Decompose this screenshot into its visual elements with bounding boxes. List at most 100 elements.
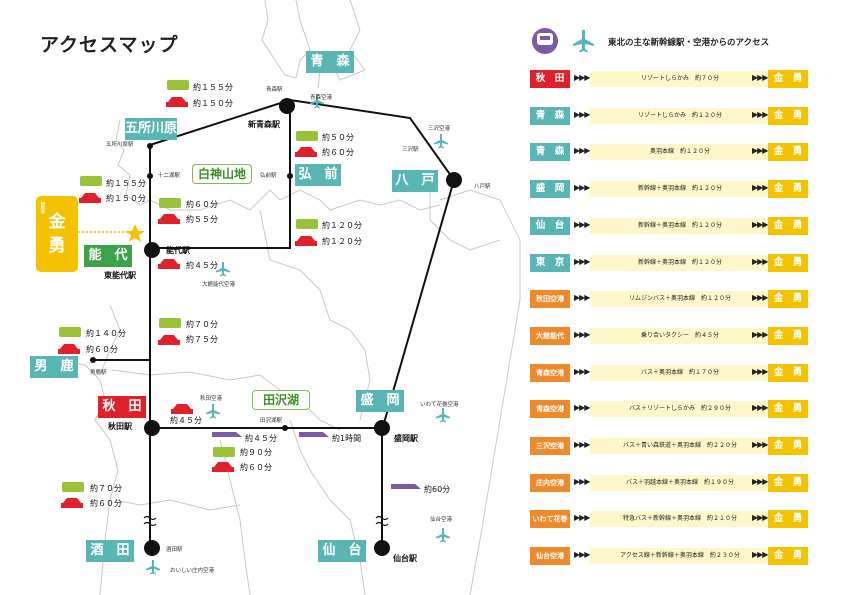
station-akita: 秋田駅 xyxy=(108,422,132,431)
access-destination: 金 勇 xyxy=(768,510,808,529)
time-oga-train: 約１４０分 xyxy=(86,329,126,338)
pref-noshiro: 能 代 xyxy=(84,245,132,267)
access-row: 秋 田▶▶▶リゾートしらかみ 約７０分▶▶▶金 勇 xyxy=(530,70,808,88)
label-shonai-airport: おいしい庄内空港 xyxy=(170,568,215,574)
arrow-icon: ▶▶▶ xyxy=(574,73,591,82)
access-origin: 盛 岡 xyxy=(530,180,570,199)
access-row: 庄内空港▶▶▶バス＋羽越本線＋奥羽本線 約１９０分▶▶▶金 勇 xyxy=(530,473,808,492)
access-origin: 青森空港 xyxy=(530,363,570,382)
access-origin: 東 京 xyxy=(530,253,570,272)
access-origin: 仙台空港 xyxy=(530,547,570,566)
access-origin: 仙 台 xyxy=(530,216,570,235)
label-aomori-sta: 青森駅 xyxy=(266,87,283,93)
access-route: アクセス線＋新幹線＋奥羽本線 約２３０分 xyxy=(590,548,770,565)
access-destination: 金 勇 xyxy=(768,180,808,199)
access-destination: 金 勇 xyxy=(768,70,808,88)
arrow-icon: ▶▶▶ xyxy=(752,476,769,486)
station-morioka: 盛岡駅 xyxy=(394,434,418,443)
access-destination: 金 勇 xyxy=(768,290,808,309)
access-origin: いわて花巻 xyxy=(530,510,570,529)
access-origin: 青森空港 xyxy=(530,400,570,419)
label-goshogawara-sta: 五所川原駅 xyxy=(106,142,134,148)
arrow-icon: ▶▶▶ xyxy=(752,366,769,376)
label-aomori-airport: 青森空港 xyxy=(310,95,333,101)
arrow-icon: ▶▶▶ xyxy=(574,329,591,339)
time-hirosaki-train: 約５０分 xyxy=(322,133,354,142)
label-tazawako-sta: 田沢湖駅 xyxy=(260,418,283,424)
arrow-icon: ▶▶▶ xyxy=(574,293,591,303)
train-icon xyxy=(59,80,318,492)
time-shinkansen-tazawa: 約４５分 xyxy=(245,434,277,443)
time-sakata-car: 約６０分 xyxy=(90,499,122,508)
access-row: 東 京▶▶▶新幹線＋奥羽本線 約１２０分▶▶▶金 勇 xyxy=(530,253,808,272)
arrow-icon: ▶▶▶ xyxy=(574,109,591,119)
arrow-icon: ▶▶▶ xyxy=(752,256,769,266)
time-juniko-car: 約５５分 xyxy=(186,215,218,224)
label-sakata-sta: 酒田駅 xyxy=(166,547,183,553)
arrow-icon: ▶▶▶ xyxy=(574,366,591,376)
time-oga-car: 約６０分 xyxy=(86,345,118,354)
arrow-icon: ▶▶▶ xyxy=(752,403,769,413)
time-akita-s-car: 約６０分 xyxy=(240,463,272,472)
label-oga-sta: 男鹿駅 xyxy=(90,370,107,376)
arrow-icon: ▶▶▶ xyxy=(574,513,591,523)
access-route: 奥羽本線 約１２０分 xyxy=(590,144,770,161)
access-destination: 金 勇 xyxy=(768,326,808,345)
access-row: 青 森▶▶▶奥羽本線 約１２０分▶▶▶金 勇 xyxy=(530,143,808,162)
pref-hirosaki: 弘 前 xyxy=(295,164,341,186)
access-origin: 大館能代 xyxy=(530,326,570,345)
access-destination: 金 勇 xyxy=(768,473,808,492)
pref-goshogawara: 五所川原 xyxy=(125,118,177,140)
access-destination: 金 勇 xyxy=(768,106,808,125)
access-origin: 秋田空港 xyxy=(530,290,570,309)
arrow-icon: ▶▶▶ xyxy=(574,219,591,229)
station-noshiro: 能代駅 xyxy=(166,246,190,255)
arrow-icon: ▶▶▶ xyxy=(752,146,769,156)
access-destination: 金 勇 xyxy=(768,143,808,162)
access-route: 特急バス＋新幹線＋奥羽本線 約２１０分 xyxy=(590,511,770,528)
time-akita-s-train: 約９０分 xyxy=(240,448,272,457)
access-destination: 金 勇 xyxy=(768,216,808,235)
access-row: 三沢空港▶▶▶バス＋青い森鉄道＋奥羽本線 約２２０分▶▶▶金 勇 xyxy=(530,437,808,455)
access-route: 新幹線＋奥羽本線 約１２０分 xyxy=(590,217,770,234)
access-destination: 金 勇 xyxy=(768,547,808,566)
airplane-icon xyxy=(146,30,594,575)
access-row: 盛 岡▶▶▶新幹線＋奥羽本線 約１２０分▶▶▶金 勇 xyxy=(530,180,808,199)
access-row: 青森空港▶▶▶バス＋リゾートしらかみ 約２９０分▶▶▶金 勇 xyxy=(530,400,808,419)
access-row: 秋田空港▶▶▶リムジンバス＋奥羽本線 約１２０分▶▶▶金 勇 xyxy=(530,290,808,309)
shinkansen-icon xyxy=(212,28,558,489)
access-row: 青森空港▶▶▶バス＋奥羽本線 約１７０分▶▶▶金 勇 xyxy=(530,363,808,382)
time-gosho-car: 約１５０分 xyxy=(193,99,233,108)
label-hanamaki-airport: いわて花巻空港 xyxy=(420,402,459,408)
label-sendai-airport: 仙台空港 xyxy=(430,517,453,523)
access-route: リムジンバス＋奥羽本線 約１２０分 xyxy=(590,291,770,308)
pref-morioka: 盛 岡 xyxy=(356,390,404,412)
arrow-icon: ▶▶▶ xyxy=(752,329,769,339)
station-shin-aomori: 新青森駅 xyxy=(248,120,280,129)
label-juniko-sta: 十二湖駅 xyxy=(158,173,181,179)
access-origin: 庄内空港 xyxy=(530,473,570,492)
label-hirosaki-sta: 弘前駅 xyxy=(260,173,277,179)
arrow-icon: ▶▶▶ xyxy=(752,183,769,193)
time-left-train: 約１５５分 xyxy=(106,179,146,188)
logo-text-1: 金 xyxy=(48,212,66,232)
pref-hachinohe: 八 戸 xyxy=(392,170,438,192)
access-destination: 金 勇 xyxy=(768,363,808,382)
label-misawa-sta: 三沢駅 xyxy=(402,147,419,153)
access-route: 新幹線＋奥羽本線 約１２０分 xyxy=(590,181,770,198)
access-heading: 東北の主な新幹線駅・空港からのアクセス xyxy=(608,38,770,48)
access-row: いわて花巻▶▶▶特急バス＋新幹線＋奥羽本線 約２１０分▶▶▶金 勇 xyxy=(530,510,808,529)
arrow-icon: ▶▶▶ xyxy=(752,293,769,303)
time-hirosaki2-car: 約１２０分 xyxy=(322,237,362,246)
arrow-icon: ▶▶▶ xyxy=(574,146,591,156)
access-route: バス＋羽越本線＋奥羽本線 約１９０分 xyxy=(590,474,770,491)
arrow-icon: ▶▶▶ xyxy=(574,440,591,449)
logo-sub: 旧料亭 xyxy=(41,202,46,214)
logo-text-2: 勇 xyxy=(48,236,66,256)
time-airport-car: 約４５分 xyxy=(186,261,218,270)
access-origin: 青 森 xyxy=(530,106,570,125)
time-juniko-train: 約６０分 xyxy=(186,200,218,209)
label-odate-airport: 大館能代空港 xyxy=(202,282,236,288)
pref-aomori: 青 森 xyxy=(306,51,354,73)
time-akita-n-train: 約７０分 xyxy=(186,320,218,329)
